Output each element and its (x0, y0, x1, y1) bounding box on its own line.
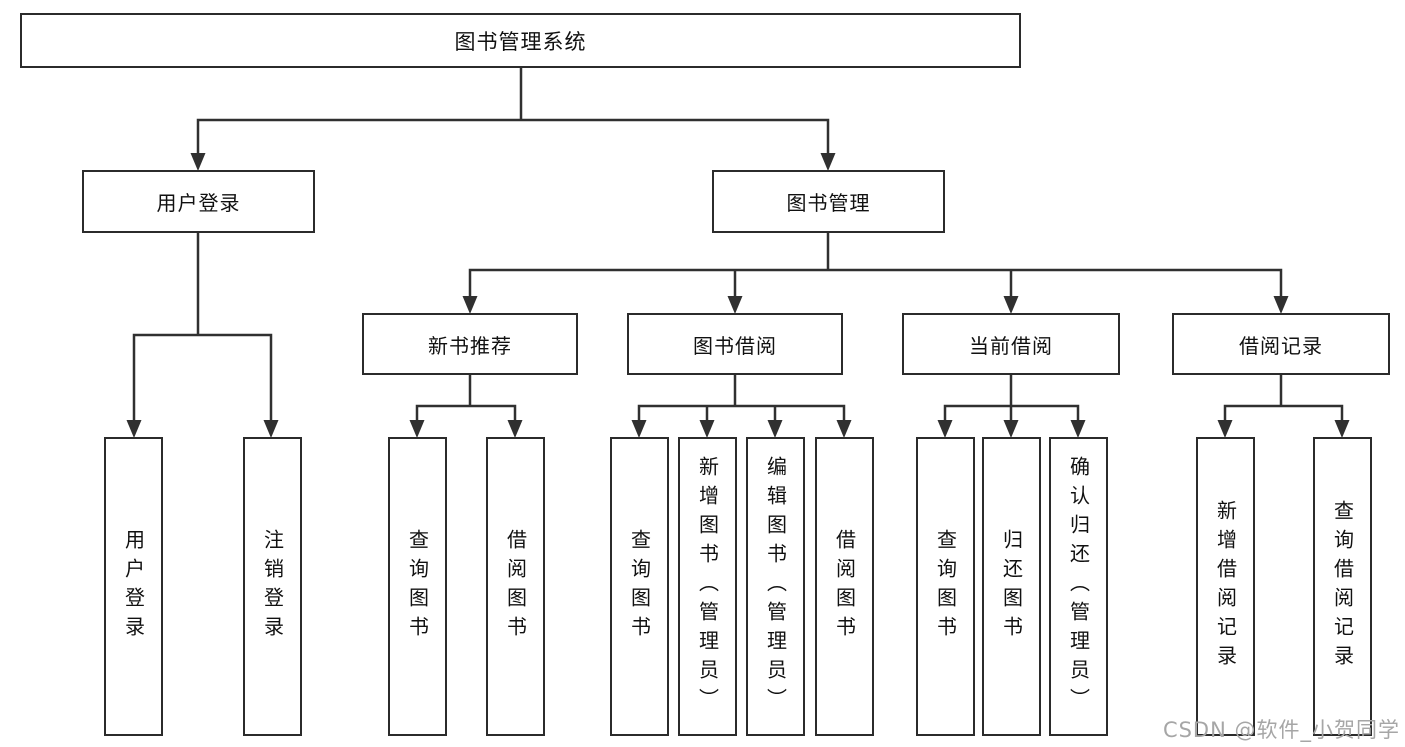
leaf-query-borrow-record-label: 查询借阅记录 (1330, 499, 1355, 674)
leaf-add-book-admin: 新增图书（管理员） (678, 437, 737, 736)
node-root: 图书管理系统 (20, 13, 1021, 68)
node-book-management: 图书管理 (712, 170, 945, 233)
leaf-user-login-label: 用户登录 (121, 528, 146, 645)
leaf-borrow-book-newrec-label: 借阅图书 (503, 528, 528, 645)
leaf-query-borrow-record: 查询借阅记录 (1313, 437, 1372, 736)
node-book-borrow-label: 图书借阅 (693, 333, 777, 358)
node-new-book-recommend-label: 新书推荐 (428, 333, 512, 358)
node-borrow-records-label: 借阅记录 (1239, 333, 1323, 358)
leaf-query-book-newrec: 查询图书 (388, 437, 447, 736)
leaf-add-book-admin-label: 新增图书（管理员） (695, 456, 720, 717)
node-current-borrow: 当前借阅 (902, 313, 1120, 375)
leaf-logout-label: 注销登录 (260, 528, 285, 645)
leaf-edit-book-admin: 编辑图书（管理员） (746, 437, 805, 736)
arrowhead-icon (1334, 420, 1350, 438)
watermark: CSDN @软件_小贺同学 (1162, 718, 1400, 742)
node-book-borrow: 图书借阅 (627, 313, 843, 375)
leaf-return-book-label: 归还图书 (999, 528, 1024, 645)
leaf-query-book-borrow-label: 查询图书 (627, 528, 652, 645)
leaf-return-book: 归还图书 (982, 437, 1041, 736)
leaf-logout: 注销登录 (243, 437, 302, 736)
leaf-add-borrow-record: 新增借阅记录 (1196, 437, 1255, 736)
leaf-edit-book-admin-label: 编辑图书（管理员） (763, 456, 788, 717)
leaf-borrow-book-newrec: 借阅图书 (486, 437, 545, 736)
node-user-login: 用户登录 (82, 170, 315, 233)
arrowhead-icon (767, 420, 783, 438)
arrowhead-icon (126, 420, 142, 438)
leaf-user-login: 用户登录 (104, 437, 163, 736)
leaf-query-book-borrow: 查询图书 (610, 437, 669, 736)
arrowhead-icon (937, 420, 953, 438)
arrowhead-icon (836, 420, 852, 438)
arrowhead-icon (1003, 420, 1019, 438)
node-borrow-records: 借阅记录 (1172, 313, 1390, 375)
leaf-query-book-current: 查询图书 (916, 437, 975, 736)
connector-borrow-to-leaves (637, 375, 846, 421)
arrowhead-icon (631, 420, 647, 438)
leaf-query-book-current-label: 查询图书 (933, 528, 958, 645)
leaf-borrow-book-label: 借阅图书 (832, 528, 857, 645)
node-book-management-label: 图书管理 (786, 191, 871, 215)
connector-records-to-leaves (1223, 375, 1344, 421)
arrowhead-icon (462, 296, 478, 314)
arrowhead-icon (409, 420, 425, 438)
node-user-login-label: 用户登录 (156, 191, 241, 215)
connector-newbook-to-leaves (415, 375, 517, 421)
leaf-borrow-book: 借阅图书 (815, 437, 874, 736)
arrowhead-icon (263, 420, 279, 438)
arrowhead-icon (727, 296, 743, 314)
arrowhead-icon (699, 420, 715, 438)
leaf-confirm-return-admin: 确认归还（管理员） (1049, 437, 1108, 736)
leaf-confirm-return-admin-label: 确认归还（管理员） (1066, 456, 1091, 717)
arrowhead-icon (507, 420, 523, 438)
node-root-label: 图书管理系统 (454, 29, 587, 54)
arrowhead-icon (1217, 420, 1233, 438)
connector-current-to-leaves (943, 375, 1080, 421)
arrowhead-icon (1003, 296, 1019, 314)
arrowhead-icon (1070, 420, 1086, 438)
arrowhead-icon (1273, 296, 1289, 314)
leaf-add-borrow-record-label: 新增借阅记录 (1213, 499, 1238, 674)
connector-userlogin-to-leaves (132, 233, 273, 421)
leaf-query-book-newrec-label: 查询图书 (405, 528, 430, 645)
arrowhead-icon (190, 153, 206, 171)
arrowhead-icon (820, 153, 836, 171)
connector-bookmgmt-to-sections (468, 233, 1283, 296)
node-new-book-recommend: 新书推荐 (362, 313, 578, 375)
node-current-borrow-label: 当前借阅 (969, 333, 1053, 358)
connector-root-to-level2 (196, 68, 830, 154)
